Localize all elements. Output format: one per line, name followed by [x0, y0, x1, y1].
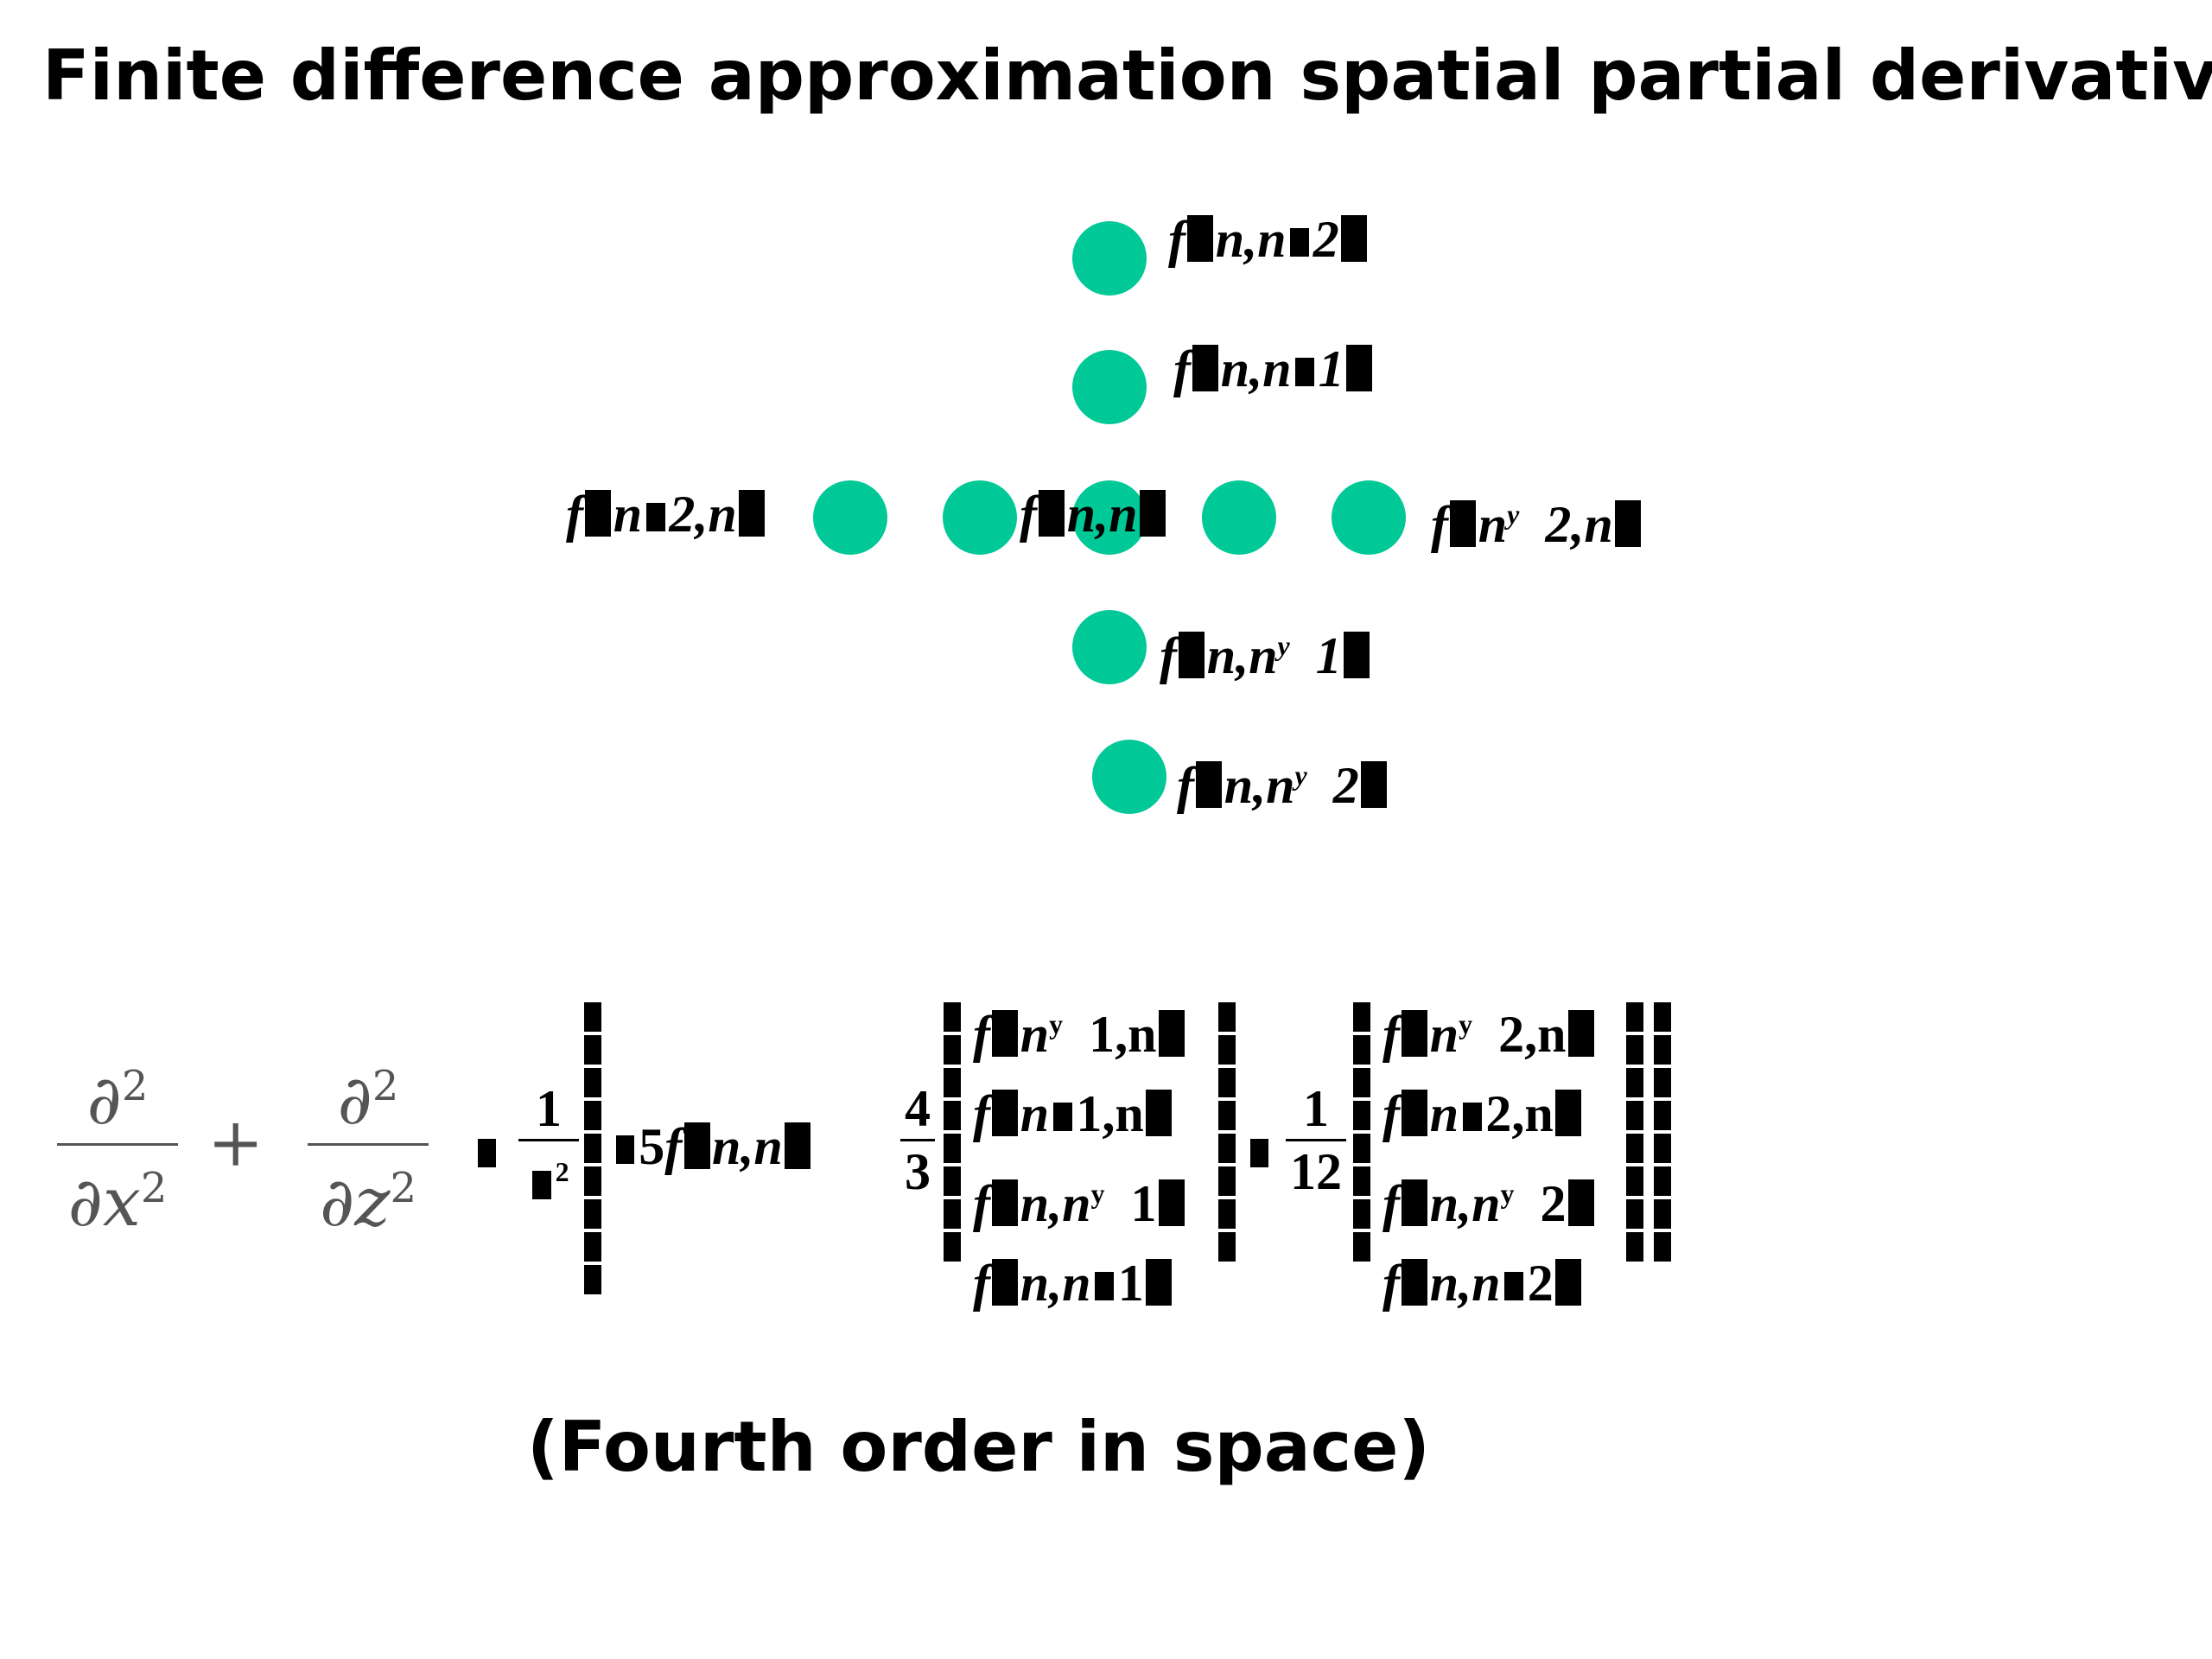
stencil-point-top2 [1072, 221, 1147, 296]
group2-right-bracket [1626, 1002, 1645, 1265]
coef-4-3: 4 3 [900, 1078, 935, 1202]
stencil-point-center [1072, 480, 1147, 555]
coef-1-12: 1 12 [1286, 1078, 1346, 1202]
minus-sign [1246, 1120, 1273, 1180]
stencil-point-right1 [1202, 480, 1276, 555]
d2-dx2-fraction: ∂2 ∂x2 [57, 1047, 178, 1242]
stencil-point-left1 [943, 480, 1017, 555]
outer-left-bracket [584, 1002, 603, 1298]
page-title: Finite difference approximation spatial … [42, 35, 2212, 116]
stencil-point-right2 [1332, 480, 1406, 555]
approx-sign [474, 1120, 500, 1180]
subtitle: (Fourth order in space) [527, 1407, 1430, 1487]
stencil-point-bottom1 [1072, 610, 1147, 684]
group1-left-bracket [944, 1002, 963, 1265]
plus-sign: + [207, 1104, 264, 1182]
stencil-point-bottom2 [1092, 740, 1166, 814]
stencil-point-top1 [1072, 350, 1147, 424]
stencil-point-left2 [813, 480, 887, 555]
outer-right-bracket [1654, 1002, 1673, 1265]
group2-left-bracket [1353, 1002, 1372, 1265]
coef-1-over-h2: 1 2 [518, 1078, 579, 1212]
group1-right-bracket [1218, 1002, 1237, 1265]
d2-dz2-fraction: ∂2 ∂z2 [308, 1047, 429, 1242]
